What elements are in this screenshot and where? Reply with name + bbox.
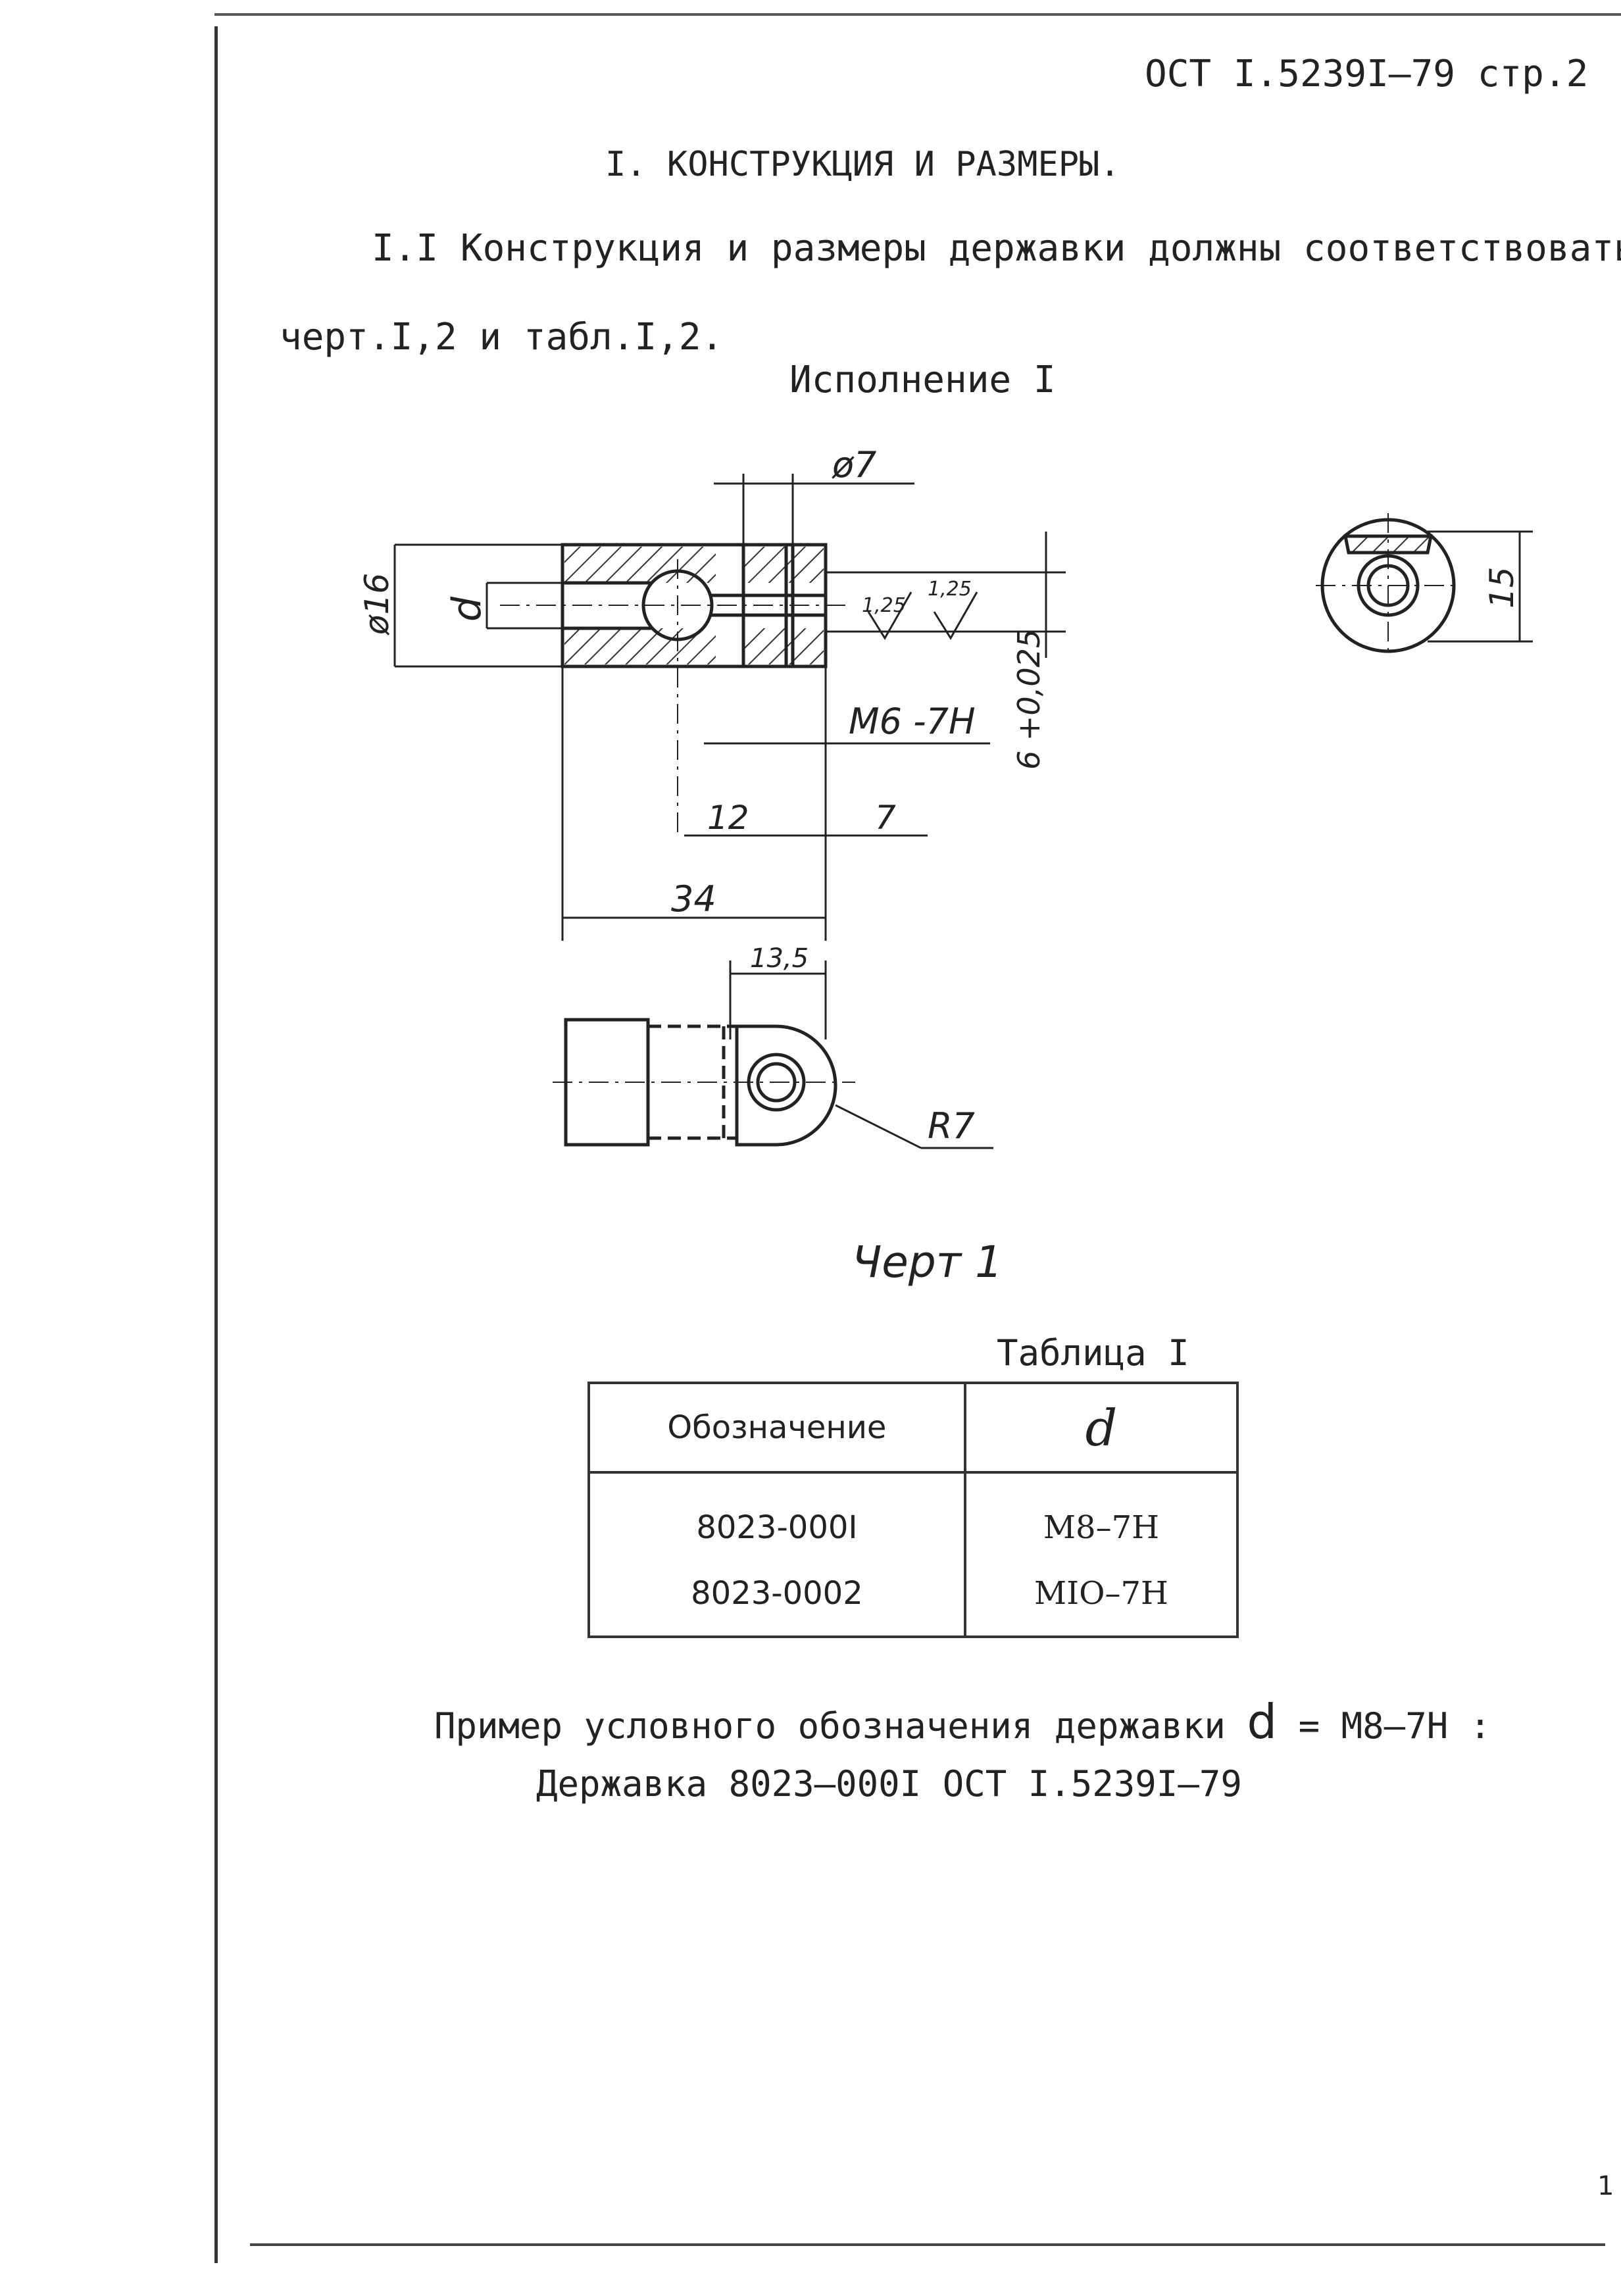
variant-label: Исполнение I: [789, 359, 1056, 401]
side-view: [1316, 513, 1533, 658]
dimension-lines: [393, 474, 1066, 1149]
page-border-left: [214, 26, 218, 2263]
designation-table: Обозначение d 8023-000I 8023-0002 M8–7H …: [587, 1382, 1239, 1638]
plan-view: [553, 1018, 855, 1147]
table-row: 8023-000I 8023-0002 M8–7H MIO–7H: [587, 1471, 1239, 1638]
cell-designation: 8023-000I 8023-0002: [587, 1471, 966, 1638]
dim-length-34: 34: [671, 878, 716, 920]
paragraph-line-1: I.I Конструкция и размеры державки должн…: [372, 227, 1621, 270]
d-row-2: MIO–7H: [1034, 1575, 1168, 1612]
table-header-row: Обозначение d: [587, 1382, 1239, 1474]
section-view: [500, 543, 849, 836]
dim-radius: R7: [928, 1105, 975, 1147]
roughness-1: 1,25: [862, 594, 906, 617]
dim-height-15: 15: [1483, 566, 1521, 609]
header-designation: Обозначение: [587, 1382, 966, 1474]
page-border-top: [214, 13, 1621, 16]
cell-d: M8–7H MIO–7H: [963, 1471, 1239, 1638]
dim-d: d: [444, 596, 490, 622]
dim-length-7: 7: [875, 799, 896, 837]
table-caption: Таблица I: [997, 1332, 1189, 1374]
paragraph-line-2: черт.I,2 и табл.I,2.: [280, 316, 724, 359]
dim-length-12: 12: [707, 799, 749, 837]
dim-length-13-5: 13,5: [750, 943, 809, 974]
example-line-1: Пример условного обозначения державки d …: [434, 1694, 1491, 1749]
example-var-d: d: [1247, 1694, 1278, 1749]
designation-row-2: 8023-0002: [691, 1575, 863, 1612]
example-prefix: Пример условного обозначения державки: [434, 1705, 1226, 1747]
section-title: I. КОНСТРУКЦИЯ И РАЗМЕРЫ.: [605, 145, 1120, 184]
page-corner-number: 1: [1597, 2171, 1614, 2201]
dim-thread: M6 -7H: [849, 701, 976, 742]
dim-dia16: ø16: [358, 573, 396, 636]
header-d: d: [963, 1382, 1239, 1474]
dim-tolerance: 6 +0,025: [1011, 629, 1047, 770]
document-code: ОСТ I.5239I–79 стр.2: [1145, 53, 1589, 95]
page-border-bottom: [250, 2243, 1605, 2246]
example-line-2: Державка 8023–000I ОСТ I.5239I–79: [536, 1763, 1242, 1805]
figure-caption: Черт 1: [852, 1237, 1003, 1287]
designation-row-1: 8023-000I: [696, 1509, 858, 1546]
roughness-2: 1,25: [928, 578, 972, 601]
dim-dia7: ø7: [832, 444, 876, 486]
d-row-1: M8–7H: [1043, 1509, 1159, 1546]
example-suffix: = M8–7H :: [1298, 1705, 1491, 1747]
